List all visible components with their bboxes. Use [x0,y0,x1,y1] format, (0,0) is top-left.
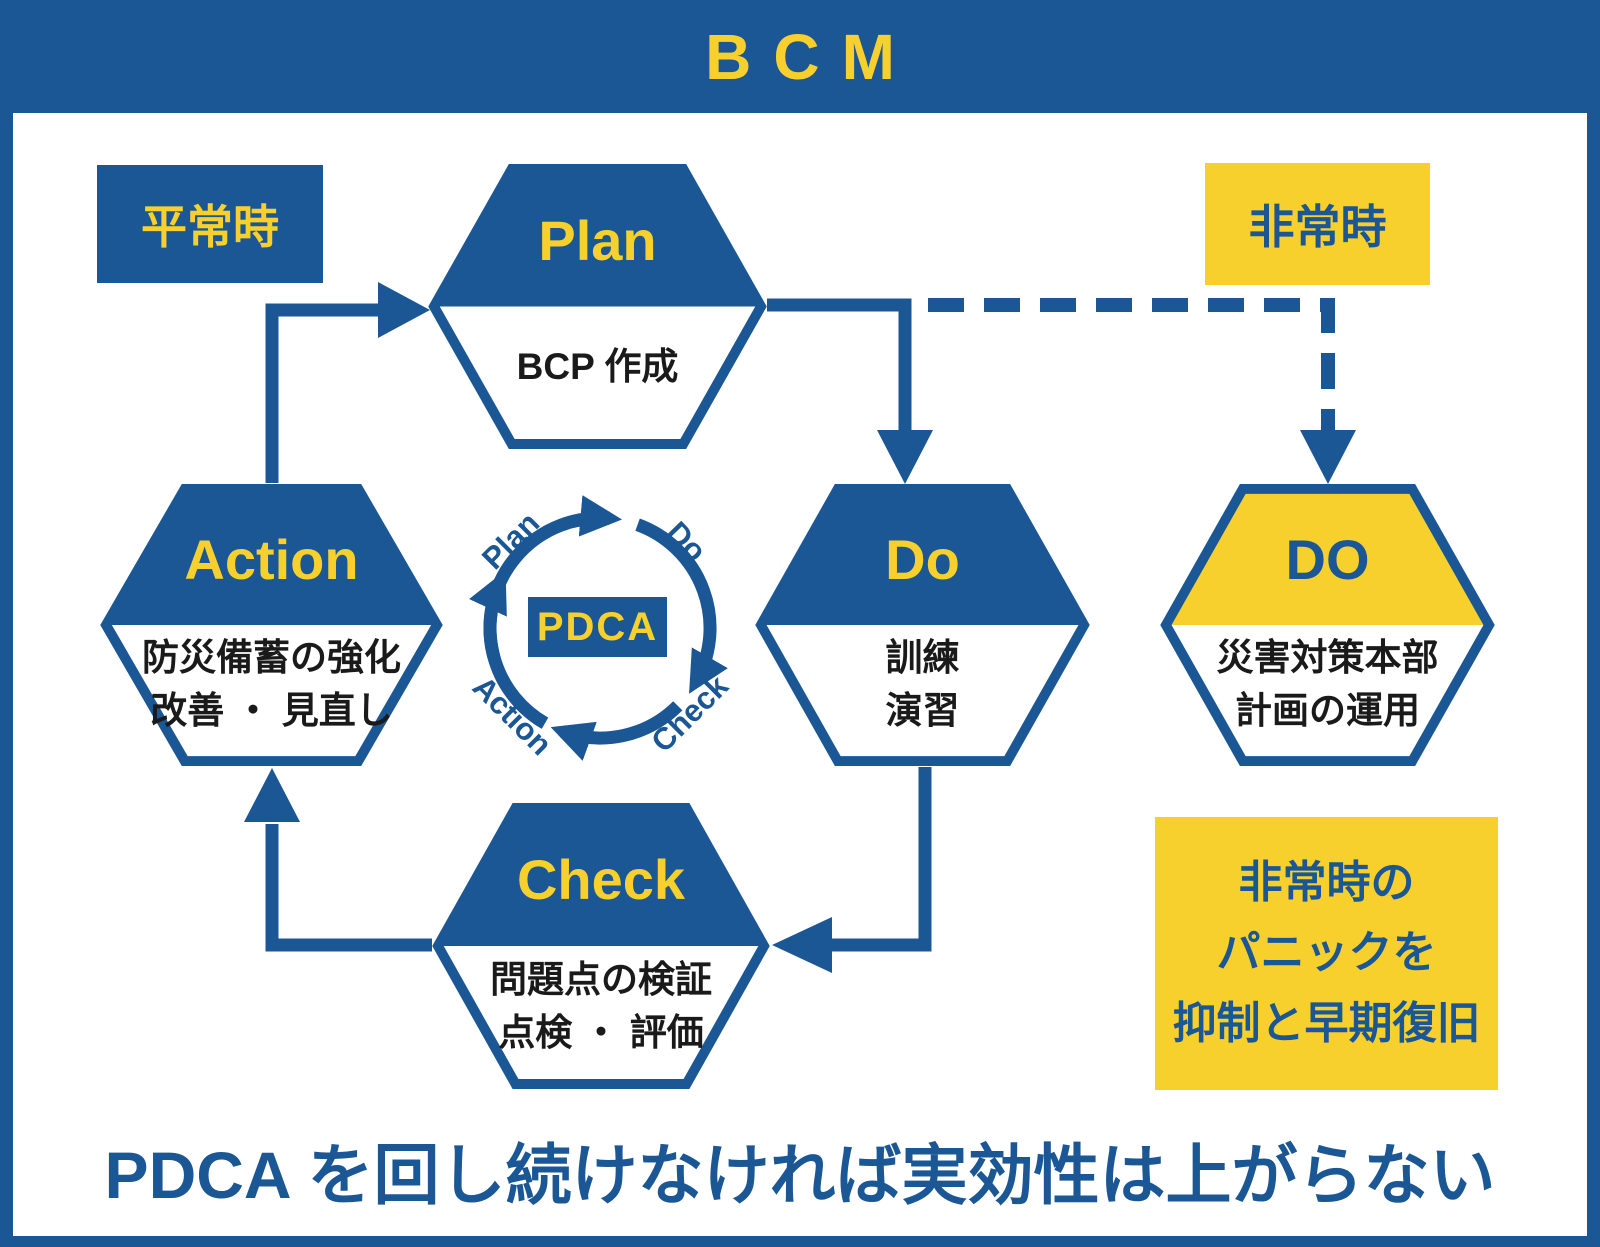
emergency-note-box: 非常時の パニックを 抑制と早期復旧 [1155,817,1498,1090]
page-title: BCM [705,20,917,93]
do-hexagon-shape [755,483,1090,767]
hexagon-action: Action 防災備蓄の強化 改善 ・ 見直し [100,483,443,767]
cycle-label-check: Check [644,668,735,759]
do-to-check-arrow [772,767,932,973]
do-subtext: 訓練 演習 [755,625,1090,767]
pdca-center-box: PDCA [528,597,667,657]
hexagon-check: Check 問題点の検証 点検 ・ 評価 [432,802,770,1090]
check-to-action-arrow [244,768,432,952]
do-line1: 訓練 [885,637,960,679]
note-line1: 非常時の [1238,857,1415,907]
plan-to-do-arrow [767,298,933,484]
footer-text: PDCA を回し続けなければ実効性は上がらない [104,1138,1496,1212]
check-line2: 点検 ・ 評価 [498,1012,704,1053]
pdca-center-label: PDCA [536,604,659,649]
do-title: Do [885,528,960,592]
do-line2: 演習 [885,690,960,731]
emergency-times-label: 非常時 [1248,201,1387,253]
check-line1: 問題点の検証 [490,959,712,1001]
action-hexagon-shape [100,483,443,767]
check-subtext: 問題点の検証 点検 ・ 評価 [432,946,770,1090]
do-emergency-hexagon-shape [1160,483,1495,767]
cycle-label-do: Do [659,514,714,569]
action-title: Action [184,528,359,592]
emergency-times-badge: 非常時 [1205,163,1430,285]
right-border [1587,0,1600,1247]
do-emergency-line2: 計画の運用 [1235,690,1420,731]
header-banner: BCM [0,0,1600,113]
plan-title: Plan [538,208,657,272]
action-line2: 改善 ・ 見直し [150,690,393,731]
left-border [0,0,13,1247]
bottom-border [0,1236,1600,1247]
do-emergency-line1: 災害対策本部 [1216,637,1439,679]
note-line2: パニックを [1216,928,1437,978]
action-line1: 防災備蓄の強化 [142,637,401,679]
plan-hexagon-shape [428,163,767,450]
check-title: Check [516,848,686,912]
hexagon-do: Do 訓練 演習 [755,483,1090,767]
cycle-label-plan: Plan [475,505,547,577]
hexagon-do-emergency: DO 災害対策本部 計画の運用 [1160,483,1495,767]
plan-subtext: BCP 作成 [428,307,767,451]
note-line3: 抑制と早期復旧 [1172,998,1481,1048]
do-emergency-title: DO [1285,528,1370,592]
normal-times-label: 平常時 [141,201,279,253]
hexagon-plan: Plan BCP 作成 [428,163,767,450]
check-hexagon-shape [432,803,770,1089]
emergency-dashed-arrow [928,298,1356,484]
normal-times-badge: 平常時 [97,165,323,283]
cycle-label-action: Action [465,669,559,763]
action-subtext: 防災備蓄の強化 改善 ・ 見直し [100,625,443,767]
do-emergency-subtext: 災害対策本部 計画の運用 [1160,625,1495,767]
plan-line1: BCP 作成 [516,345,679,387]
action-to-plan-arrow [265,282,430,483]
